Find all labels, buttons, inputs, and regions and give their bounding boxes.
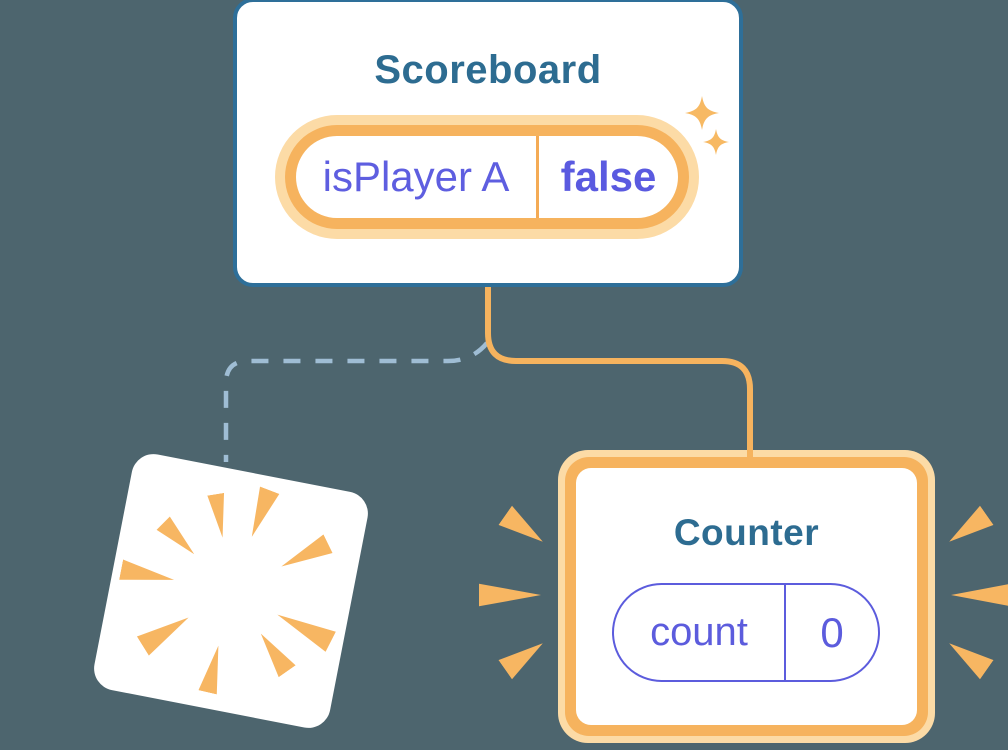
emphasis-wedge-icon <box>479 583 541 607</box>
emphasis-wedge-icon <box>942 633 994 680</box>
state-value-label: 0 <box>784 585 878 680</box>
state-pill-ring: isPlayer A false <box>285 125 689 229</box>
emphasis-wedge-icon <box>942 505 994 552</box>
state-key-label: count <box>650 610 748 654</box>
emphasis-wedge-icon <box>498 633 550 680</box>
counter-title: Counter <box>673 512 820 553</box>
emphasis-wedge-icon <box>498 505 550 552</box>
scoreboard-title: Scoreboard <box>374 48 602 92</box>
sparkle-large-icon <box>685 96 719 130</box>
state-value-label: false <box>536 136 678 218</box>
removed-component-card <box>90 450 372 732</box>
counter-state-pill: count 0 <box>612 583 880 682</box>
scoreboard-state-pill: isPlayer A false <box>275 115 699 239</box>
sparkle-small-icon <box>703 129 729 155</box>
solid-edge-path <box>485 287 753 460</box>
counter-component-card: Counter count 0 <box>558 450 935 743</box>
dashed-edge-path <box>223 341 489 462</box>
state-pill-inner: isPlayer A false <box>296 136 678 218</box>
state-key-label: isPlayer A <box>322 153 510 200</box>
emphasis-wedge-icon <box>951 583 1008 607</box>
scoreboard-component-card: Scoreboard isPlayer A false <box>233 0 743 287</box>
